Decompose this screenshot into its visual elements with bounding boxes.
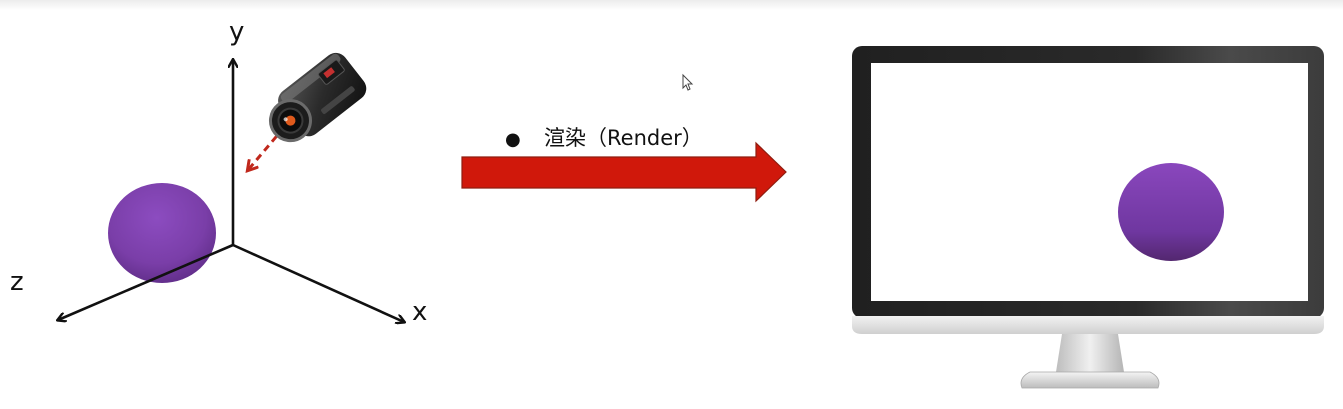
y-axis-label: y [229, 17, 244, 47]
camcorder-icon [268, 52, 367, 143]
top-strip [0, 0, 1343, 10]
monitor-chin [852, 316, 1324, 334]
render-transition: ● 渲染（Render） [461, 73, 787, 203]
bullet: ● [505, 129, 521, 150]
render-label: 渲染（Render） [544, 126, 703, 150]
monitor-icon [852, 46, 1324, 389]
screen-sphere [1118, 163, 1224, 261]
mouse-pointer-icon [682, 73, 694, 91]
monitor-neck [1056, 334, 1124, 372]
monitor-screen [871, 63, 1308, 301]
scene-sphere [108, 183, 216, 283]
render-arrow [461, 141, 787, 203]
monitor-base [1020, 371, 1160, 389]
z-axis-label: z [10, 267, 24, 297]
z-axis [58, 243, 234, 320]
x-axis [232, 243, 404, 322]
scene-3d: y x z [10, 17, 427, 327]
x-axis-label: x [412, 297, 427, 327]
